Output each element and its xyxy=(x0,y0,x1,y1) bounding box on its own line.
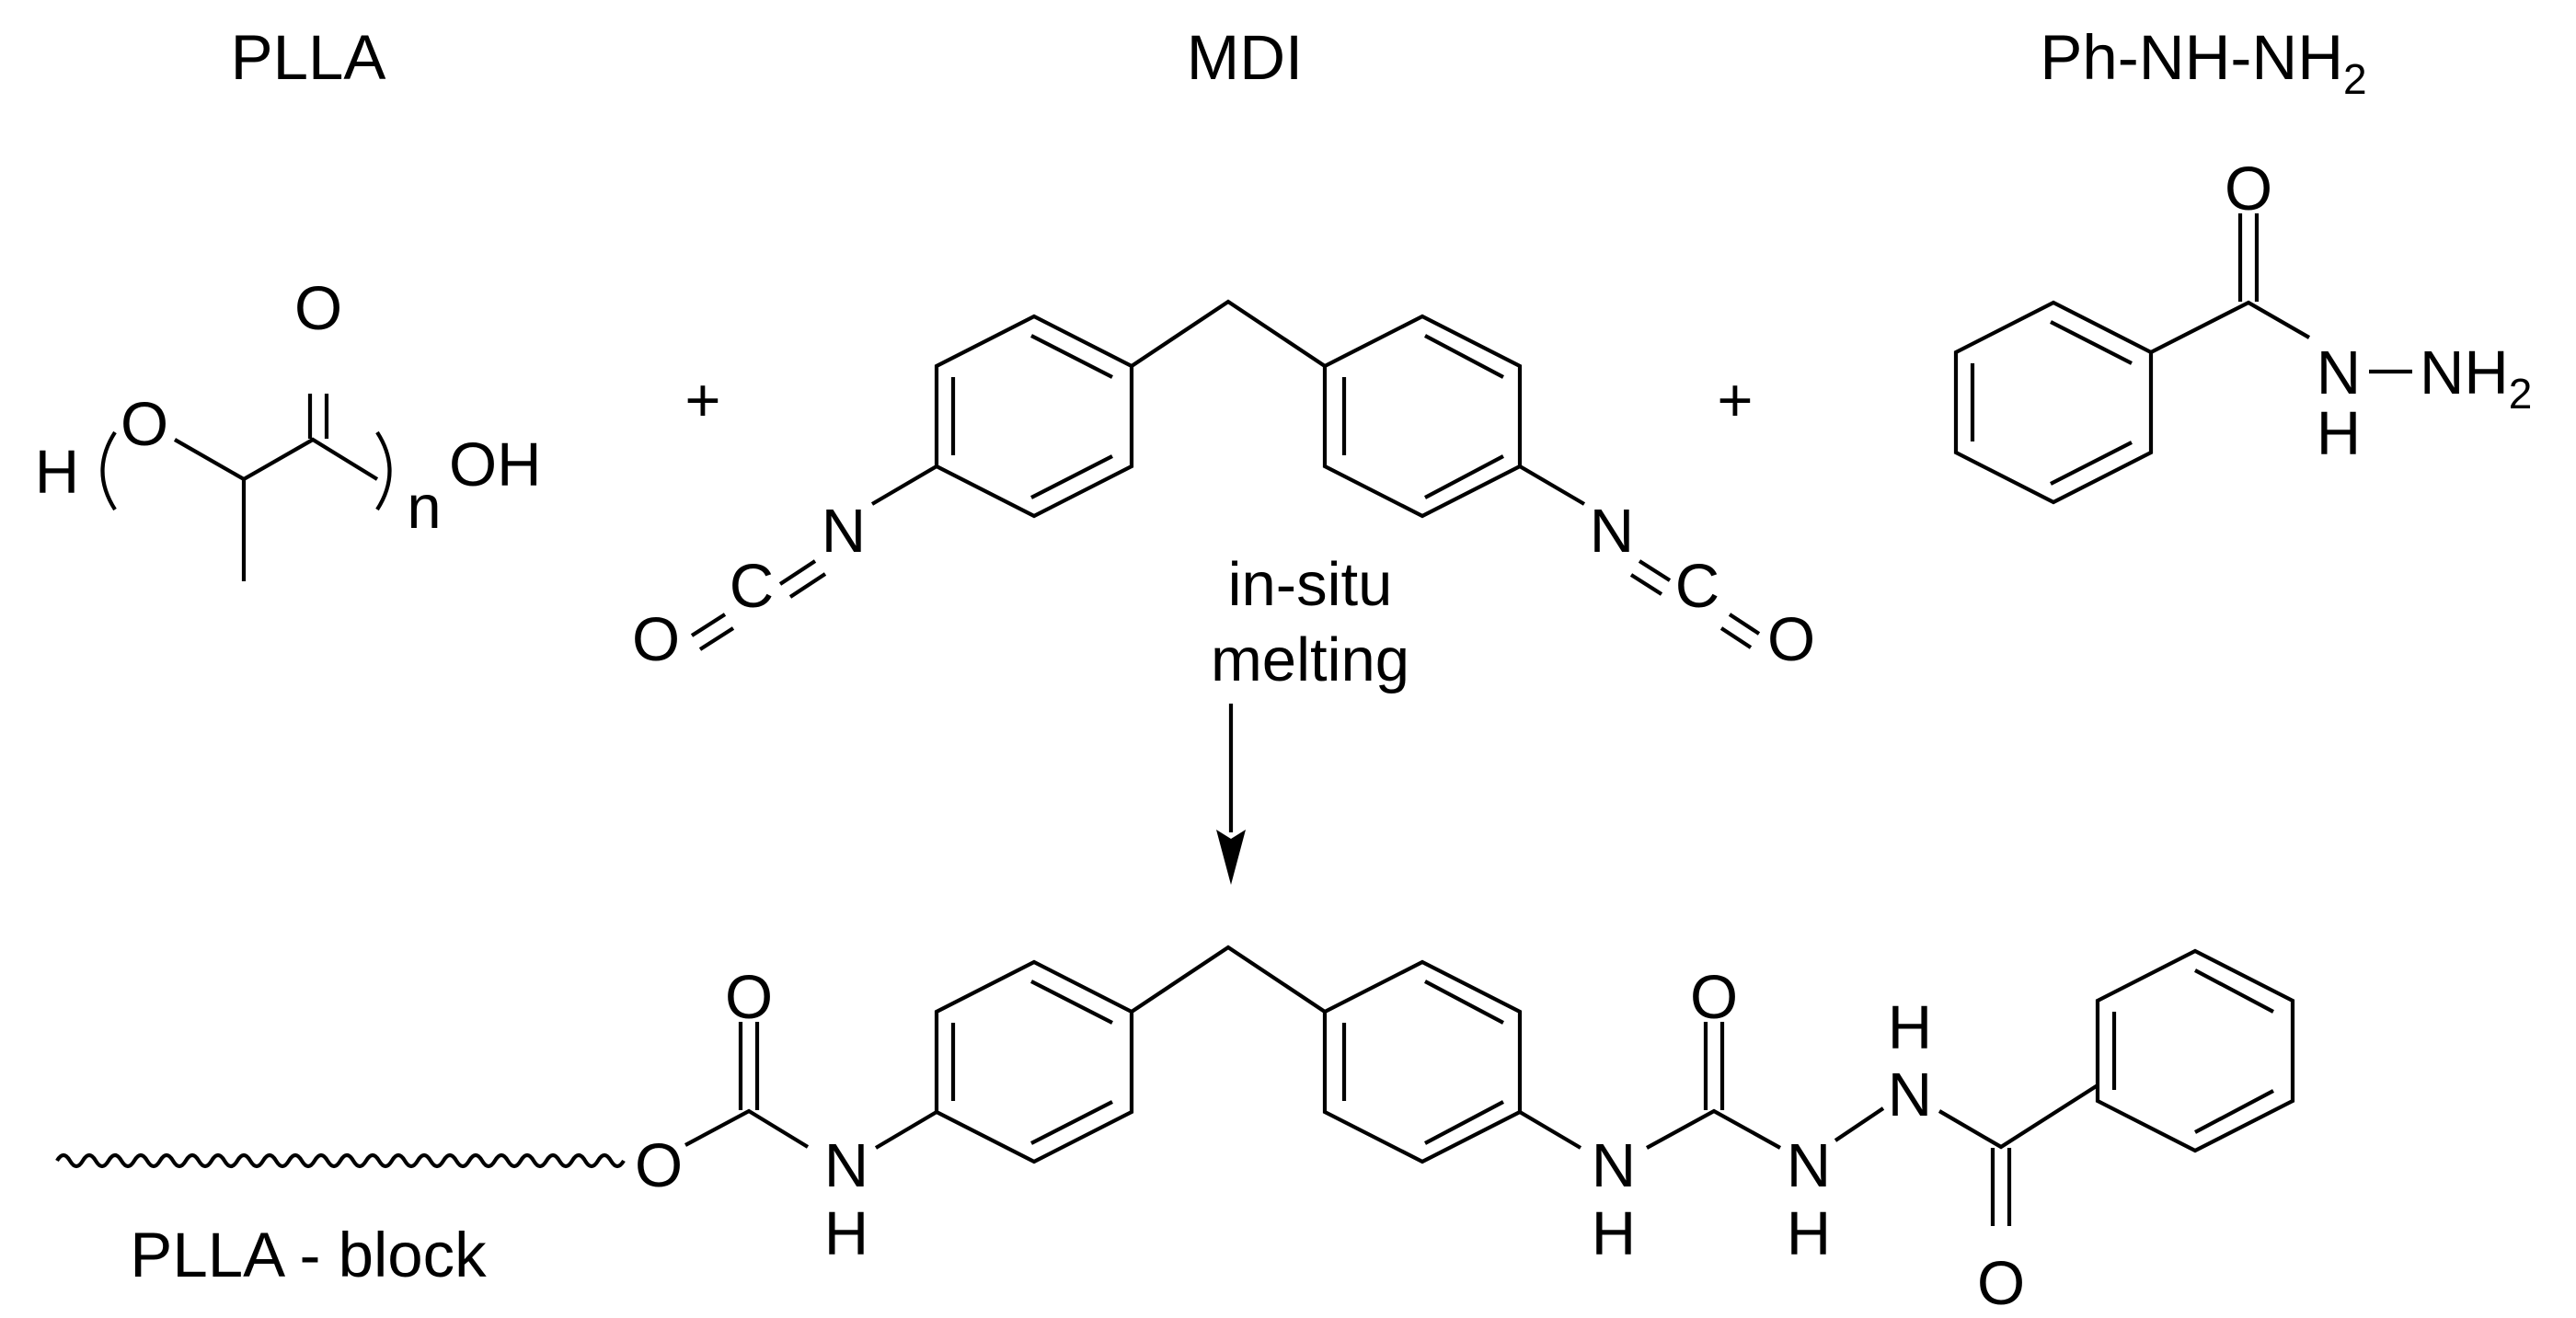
product-ring-right xyxy=(1322,959,1523,1164)
hydrazide-ring xyxy=(1953,300,2154,505)
reaction-arrow: in-situ melting xyxy=(1211,550,1409,885)
plla-bracket-left xyxy=(100,430,117,511)
benzoyl-bonds xyxy=(1938,1083,2099,1226)
product-hydrazine-h2-label: H xyxy=(1888,993,1932,1062)
mdi-ring-right xyxy=(1322,314,1523,519)
mdi-methylene-bonds xyxy=(1130,299,1327,368)
product-phenyl-ring xyxy=(2095,948,2295,1153)
plla-block-label: PLLA - block xyxy=(130,1220,487,1290)
plla-block-wavy-chain xyxy=(55,1152,626,1169)
plla-title: PLLA xyxy=(231,22,386,93)
arrow-head xyxy=(1216,830,1246,885)
hydrazide-n-label: N xyxy=(2317,338,2361,407)
plla-structure: H O O n OH xyxy=(35,274,542,581)
hydrazide-title-main: Ph-NH-NH xyxy=(2040,22,2343,93)
arrow-condition-line2: melting xyxy=(1211,625,1409,694)
hydrazide-structure: O N H NH2 xyxy=(1953,155,2532,505)
plus-sign-1: + xyxy=(684,366,720,435)
product-ring-left xyxy=(934,959,1134,1164)
hydrazide-bonds xyxy=(2150,213,2412,374)
product-structure: O O N H N H O N H N H O PLLA - block xyxy=(55,945,2295,1318)
product-ester-o-label: O xyxy=(635,1131,683,1200)
mdi-c-left-label: C xyxy=(730,552,774,621)
product-methylene-bonds xyxy=(1130,945,1327,1014)
plla-n-label: n xyxy=(407,473,441,542)
hydrazide-o-label: O xyxy=(2225,155,2272,223)
plla-carbonyl-o-label: O xyxy=(294,274,342,343)
plla-oh-label: OH xyxy=(449,430,542,499)
mdi-ring-left xyxy=(934,314,1134,519)
mdi-c-right-label: C xyxy=(1675,552,1719,621)
product-benzoyl-o-label: O xyxy=(1977,1249,2025,1318)
mdi-title: MDI xyxy=(1187,22,1303,93)
mdi-isocyanate-right-bonds xyxy=(1518,464,1761,649)
mdi-n-left-label: N xyxy=(822,497,866,566)
product-hydrazine-n1-label: N xyxy=(1787,1131,1831,1200)
hydrazide-h-label: H xyxy=(2317,399,2361,468)
plus-sign-2: + xyxy=(1717,366,1753,435)
mdi-isocyanate-left-bonds xyxy=(690,464,938,651)
hydrazide-nh2-label: NH2 xyxy=(2420,338,2532,418)
product-carbamate-h-label: H xyxy=(824,1199,868,1268)
plla-h-label: H xyxy=(35,438,79,507)
product-carbamate-o-label: O xyxy=(725,963,773,1032)
hydrazide-title-sub: 2 xyxy=(2343,55,2367,103)
product-urea-o-label: O xyxy=(1690,963,1738,1032)
product-urea-h-label: H xyxy=(1592,1199,1636,1268)
plla-bonds xyxy=(173,394,379,581)
mdi-structure: N C O N C O xyxy=(632,299,1815,674)
product-carbamate-n-label: N xyxy=(824,1131,868,1200)
mdi-o-right-label: O xyxy=(1767,605,1815,674)
hydrazide-nh2-main: NH xyxy=(2420,338,2509,407)
plla-bracket-right xyxy=(375,430,392,511)
product-hydrazine-n2-label: N xyxy=(1888,1060,1932,1129)
carbamate-bonds xyxy=(684,1022,810,1149)
hydrazine-nn-bond xyxy=(1834,1106,1885,1142)
urea-bonds xyxy=(1518,1022,1782,1150)
product-urea-n-label: N xyxy=(1592,1131,1636,1200)
arrow-condition-line1: in-situ xyxy=(1228,550,1393,619)
mdi-o-left-label: O xyxy=(632,605,680,674)
hydrazide-nh2-sub: 2 xyxy=(2509,370,2533,418)
product-n-to-ring-bond xyxy=(874,1110,938,1150)
hydrazide-title: Ph-NH-NH2 xyxy=(2040,22,2366,103)
mdi-n-right-label: N xyxy=(1590,497,1634,566)
product-hydrazine-h1-label: H xyxy=(1787,1199,1831,1268)
plla-o-label: O xyxy=(121,390,168,459)
